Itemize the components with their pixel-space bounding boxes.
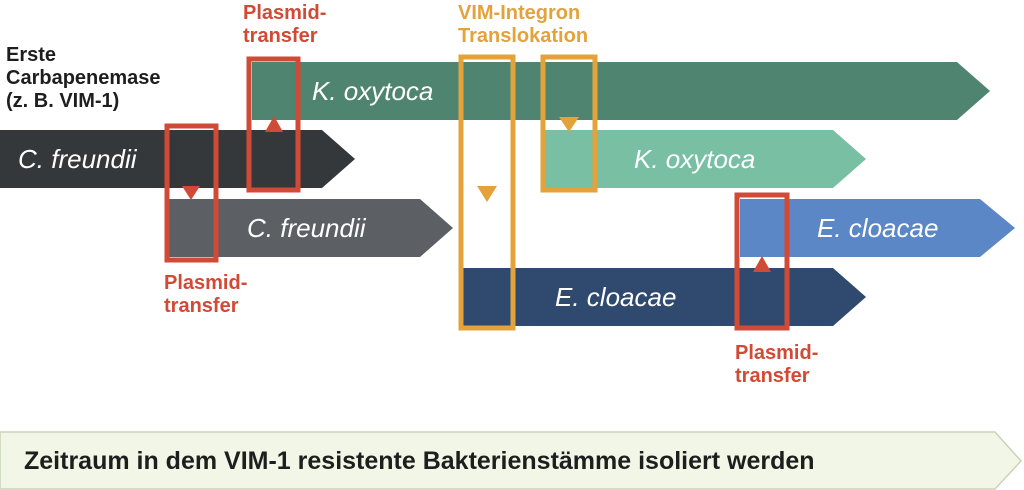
first-carbapenemase-line-1: Erste	[6, 44, 57, 66]
k-oxytoca-arrow-main	[252, 62, 990, 120]
e-cloacae-arrow-dark	[463, 268, 866, 326]
plasmid-transfer-label-right: Plasmid- transfer	[735, 342, 818, 388]
timeline-arrow	[0, 431, 1023, 490]
first-carbapenemase-label: Erste Carbapenemase (z. B. VIM-1)	[6, 44, 161, 113]
up-arrow-marker	[753, 256, 771, 272]
down-arrow-marker	[477, 186, 497, 202]
plasmid-transfer-box-right	[734, 192, 790, 331]
plasmid-transfer-box-left	[164, 123, 219, 263]
k-oxytoca-arrow-light	[545, 130, 866, 188]
strain-label-e-cloacae-blue: E. cloacae	[817, 213, 939, 243]
first-carbapenemase-line-2: Carbapenemase	[6, 67, 161, 89]
integron-translocation-box-tall	[458, 54, 516, 331]
plasmid-transfer-left-line-1: Plasmid-	[164, 272, 248, 294]
plasmid-transfer-box-top	[246, 56, 301, 193]
plasmid-transfer-right-line-2: transfer	[735, 365, 810, 387]
strain-label-c-freundii-grey: C. freundii	[247, 213, 366, 243]
strain-label-k-oxytoca-main: K. oxytoca	[312, 76, 434, 106]
plasmid-transfer-top-line-2: transfer	[243, 25, 318, 47]
timeline-label: Zeitraum in dem VIM-1 resistente Bakteri…	[24, 447, 815, 475]
strain-label-e-cloacae-dark: E. cloacae	[555, 282, 677, 312]
strain-label-k-oxytoca-light: K. oxytoca	[634, 144, 756, 174]
plasmid-transfer-right-line-1: Plasmid-	[735, 342, 819, 364]
down-arrow-marker	[559, 117, 579, 132]
c-freundii-arrow-dark	[0, 130, 355, 188]
c-freundii-arrow-grey	[168, 199, 453, 257]
plasmid-transfer-label-top: Plasmid- transfer	[243, 2, 326, 48]
integron-translocation-box-short	[540, 54, 598, 193]
down-arrow-marker	[182, 186, 200, 200]
first-carbapenemase-line-3: (z. B. VIM-1)	[6, 90, 120, 112]
vim-integron-label: VIM-Integron Translokation	[458, 2, 588, 48]
vim-integron-line-1: VIM-Integron	[458, 2, 581, 24]
up-arrow-marker	[265, 116, 283, 132]
vim-integron-line-2: Translokation	[458, 25, 589, 47]
plasmid-transfer-top-line-1: Plasmid-	[243, 2, 327, 24]
e-cloacae-arrow-blue	[740, 199, 1015, 257]
plasmid-transfer-label-left: Plasmid- transfer	[164, 272, 247, 318]
strain-label-c-freundii-dark: C. freundii	[18, 144, 137, 174]
plasmid-transfer-left-line-2: transfer	[164, 295, 239, 317]
